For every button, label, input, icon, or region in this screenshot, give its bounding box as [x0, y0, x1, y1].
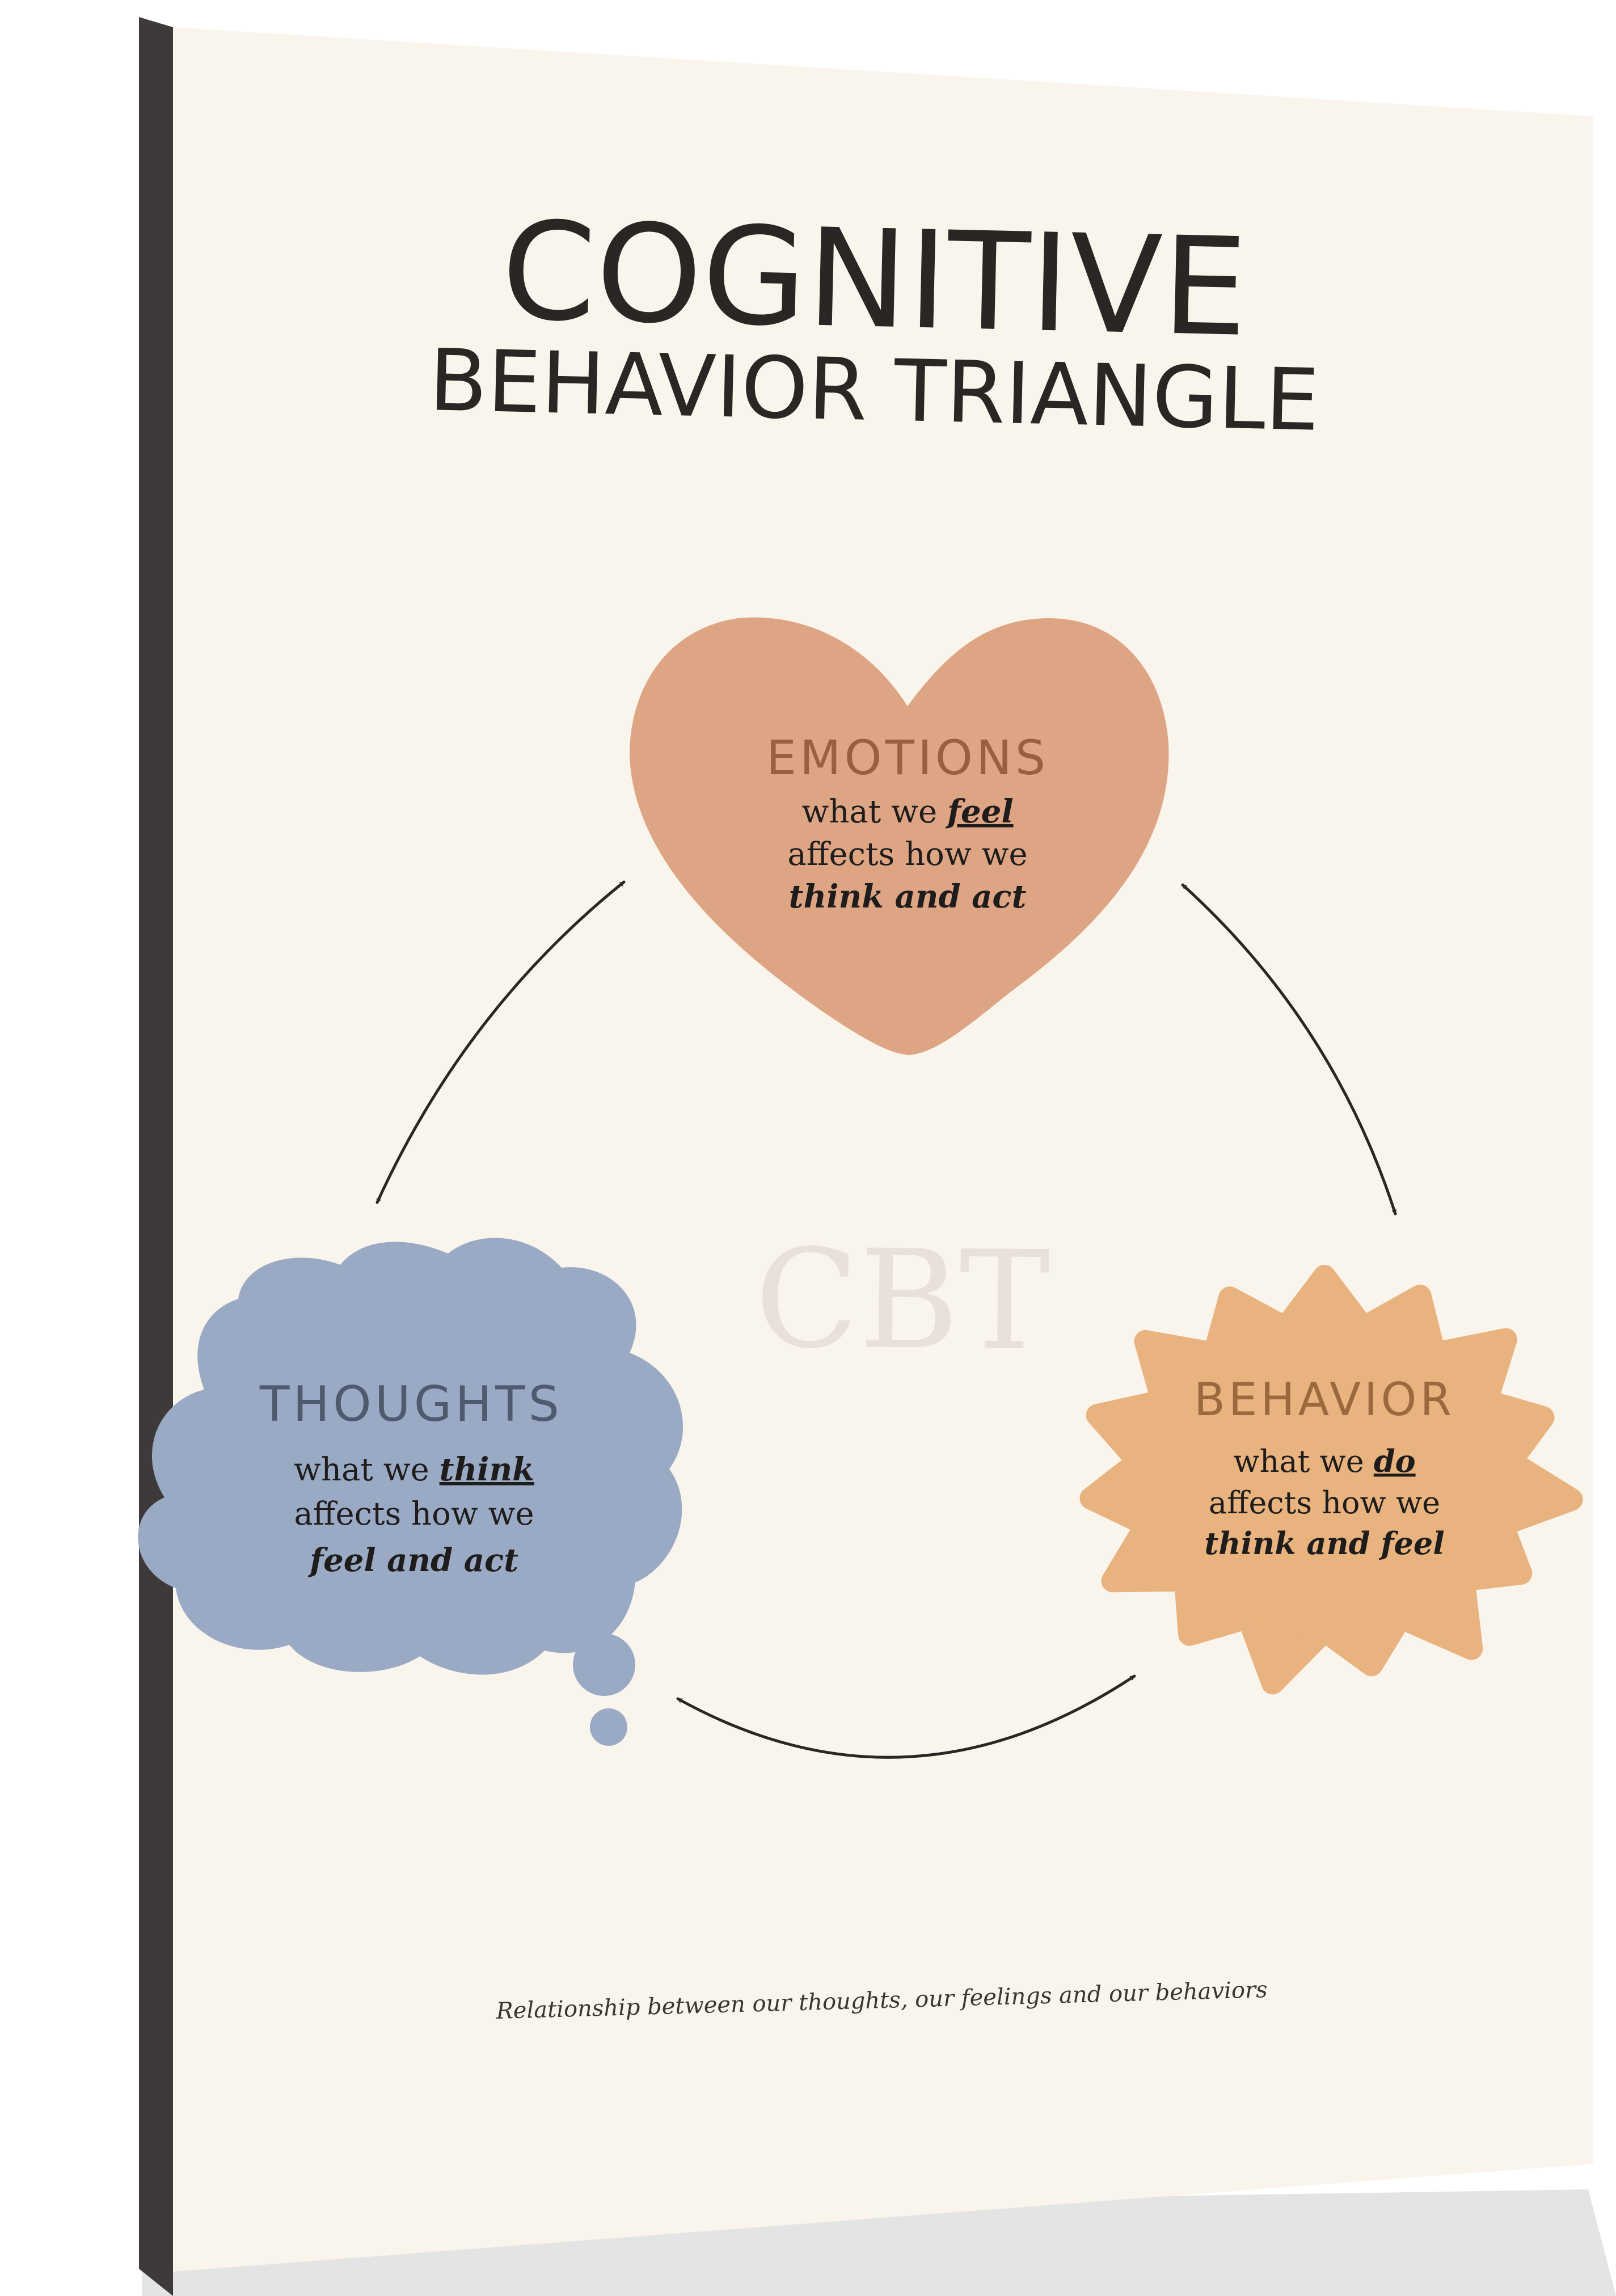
starburst-shape [1079, 1265, 1583, 1695]
emotions-line-2: affects how we [787, 836, 1027, 873]
emotions-title: EMOTIONS [766, 730, 1049, 786]
emotions-node: EMOTIONS what we feel affects how we thi… [630, 617, 1169, 1055]
behavior-line-1-prefix: what we [1233, 1444, 1373, 1479]
behavior-line-2: affects how we [1209, 1485, 1440, 1521]
cloud-shape [138, 1238, 683, 1675]
title-line-1: COGNITIVE [500, 193, 1249, 367]
title-line-2: BEHAVIOR TRIANGLE [428, 331, 1320, 450]
heart-shape [630, 617, 1169, 1055]
thoughts-line-2: affects how we [294, 1496, 534, 1533]
behavior-line-3: think and feel [1204, 1525, 1444, 1561]
canvas-side-edge [139, 17, 173, 2296]
behavior-title: BEHAVIOR [1194, 1373, 1455, 1426]
thoughts-node: THOUGHTS what we think affects how we fe… [138, 1238, 683, 1746]
behavior-line-1: what we do [1233, 1443, 1415, 1479]
arrow-emotions-thoughts [375, 880, 626, 1204]
emotions-line-1-emphasis: feel [945, 793, 1014, 830]
thoughts-line-1-emphasis: think [440, 1451, 534, 1488]
arrow-emotions-behavior [1181, 883, 1397, 1215]
emotions-line-3: think and act [789, 878, 1027, 915]
canvas-front [173, 27, 1593, 2272]
thoughts-line-3: feel and act [307, 1542, 518, 1579]
behavior-node: BEHAVIOR what we do affects how we think… [1079, 1265, 1583, 1695]
cbt-watermark: CBT [754, 1219, 1050, 1381]
cloud-bubble-large [573, 1634, 635, 1696]
behavior-line-1-emphasis: do [1374, 1443, 1416, 1479]
thoughts-title: THOUGHTS [259, 1376, 563, 1433]
emotions-line-1: what we feel [801, 793, 1013, 830]
thoughts-line-1: what we think [294, 1451, 534, 1488]
arrow-thoughts-behavior [676, 1674, 1136, 1759]
cloud-bubble-small [590, 1708, 627, 1746]
emotions-line-1-prefix: what we [801, 794, 947, 830]
thoughts-line-1-prefix: what we [294, 1451, 440, 1488]
